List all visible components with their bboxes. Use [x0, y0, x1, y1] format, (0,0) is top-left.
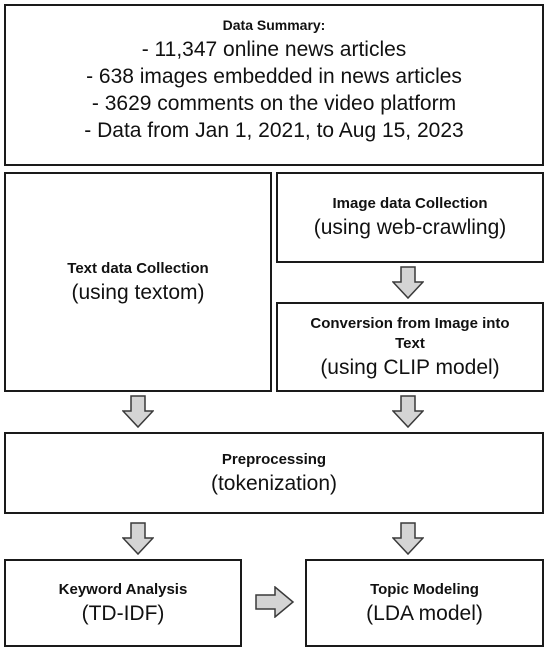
down-arrow-icon	[122, 522, 154, 556]
image-collection-title: Image data Collection	[332, 195, 488, 212]
keyword-analysis-title: Keyword Analysis	[58, 580, 188, 598]
down-arrow-icon	[122, 395, 154, 429]
right-arrow-icon	[255, 586, 295, 618]
preprocessing-box: Preprocessing (tokenization)	[4, 432, 544, 514]
down-arrow-icon	[392, 395, 424, 429]
keyword-analysis-box: Keyword Analysis (TD-IDF)	[4, 559, 242, 647]
preprocessing-title: Preprocessing	[221, 450, 327, 468]
topic-modeling-box: Topic Modeling (LDA model)	[305, 559, 544, 647]
topic-modeling-title: Topic Modeling	[370, 580, 479, 598]
conversion-subtitle: (using CLIP model)	[320, 355, 500, 379]
summary-line-comments: - 3629 comments on the video platform	[91, 92, 457, 115]
summary-line-images: - 638 images embedded in news articles	[86, 65, 462, 88]
data-summary-box: Data Summary: - 11,347 online news artic…	[4, 4, 544, 166]
image-collection-subtitle: (using web-crawling)	[313, 216, 507, 239]
text-data-collection-box: Text data Collection (using textom)	[4, 172, 272, 392]
summary-line-articles: - 11,347 online news articles	[141, 38, 407, 61]
conversion-title-line1: Conversion from Image into	[310, 314, 510, 332]
summary-line-date-range: - Data from Jan 1, 2021, to Aug 15, 2023	[84, 119, 464, 142]
topic-modeling-subtitle: (LDA model)	[366, 601, 483, 625]
down-arrow-icon	[392, 522, 424, 556]
text-collection-subtitle: (using textom)	[71, 280, 205, 304]
keyword-analysis-subtitle: (TD-IDF)	[81, 601, 165, 625]
image-data-collection-box: Image data Collection (using web-crawlin…	[276, 172, 544, 263]
down-arrow-icon	[392, 266, 424, 300]
text-collection-title: Text data Collection	[67, 259, 209, 277]
preprocessing-subtitle: (tokenization)	[210, 471, 338, 495]
data-summary-title: Data Summary:	[222, 17, 326, 33]
conversion-title-line2: Text	[395, 334, 425, 352]
conversion-box: Conversion from Image into Text (using C…	[276, 302, 544, 392]
